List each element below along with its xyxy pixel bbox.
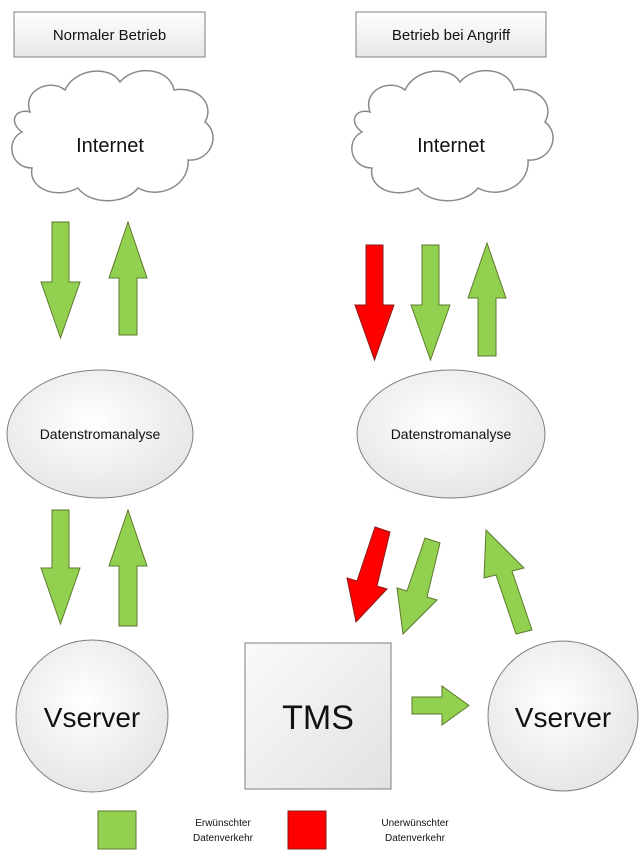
analysis-node-right: Datenstromanalyse [356,369,546,499]
arrow-wanted-diagonal-from-vserver [483,528,533,635]
heading-attack-label: Betrieb bei Angriff [392,27,511,44]
legend-wanted-line2: Datenverkehr [193,833,254,844]
legend-swatch-wanted [97,810,137,850]
internet-label-left: Internet [76,135,144,157]
tms-node: TMS [244,642,392,790]
internet-cloud-right: Internet [351,69,554,202]
arrow-unwanted-diagonal-to-tms [346,526,391,624]
arrow-wanted-up-left-bottom [108,508,148,627]
legend-unwanted-line2: Datenverkehr [385,833,446,844]
legend-swatch-unwanted [287,810,327,850]
arrow-wanted-down-right-top [410,244,451,362]
vserver-label-left: Vserver [44,702,140,733]
vserver-node-right: Vserver [487,640,639,792]
legend-unwanted-line1: Unerwünschter [381,818,449,829]
arrow-unwanted-down-right-top [354,244,395,362]
analysis-label-right: Datenstromanalyse [391,426,512,442]
internet-cloud-left: Internet [11,69,214,202]
arrow-wanted-up-right-top [467,241,507,357]
arrow-wanted-up-left-top [108,220,148,336]
legend-wanted-line1: Erwünschter [195,818,251,829]
heading-attack-operation: Betrieb bei Angriff [355,11,547,58]
arrow-wanted-diagonal-to-tms [396,537,441,636]
heading-normal-operation: Normaler Betrieb [13,11,206,58]
internet-label-right: Internet [417,135,485,157]
vserver-node-left: Vserver [15,639,169,793]
arrow-wanted-down-left-top [40,221,81,340]
analysis-node-left: Datenstromanalyse [6,369,194,499]
analysis-label-left: Datenstromanalyse [40,426,161,442]
tms-label: TMS [282,699,354,737]
legend: Erwünschter Datenverkehr Unerwünschter D… [97,810,449,850]
arrow-wanted-tms-to-vserver [411,685,470,726]
heading-normal-label: Normaler Betrieb [53,27,166,44]
vserver-label-right: Vserver [515,702,611,733]
arrow-wanted-down-left-bottom [40,509,81,626]
